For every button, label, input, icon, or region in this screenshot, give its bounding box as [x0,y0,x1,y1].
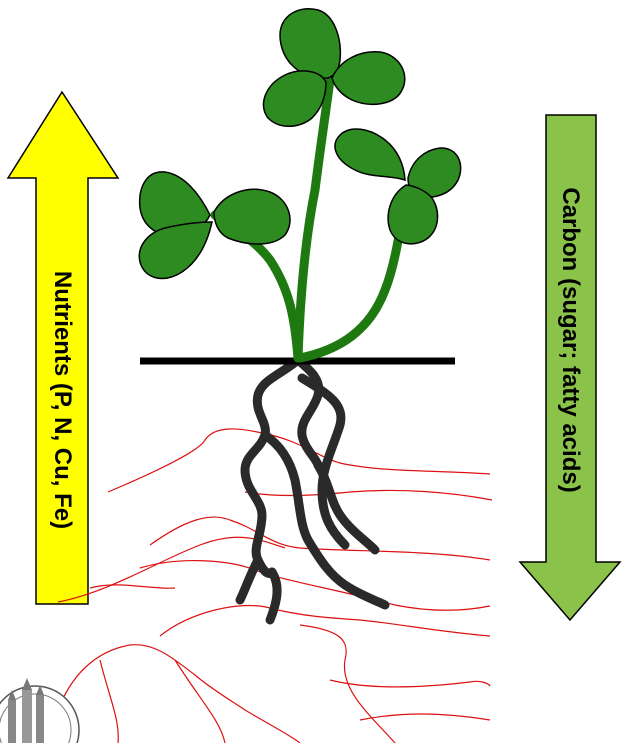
leaf-top-upper [280,9,340,78]
nutrients-arrow: Nutrients (P, N, Cu, Fe) [8,92,118,604]
leaf-top-left [263,71,326,126]
leaf-left-lower [139,222,212,278]
roots [240,360,385,620]
leaf-top-right [332,52,405,105]
university-seal-logo [0,678,79,743]
carbon-label: Carbon (sugar; fatty acids) [557,187,584,492]
leaves [139,9,460,279]
leaf-right-upper [335,129,405,180]
carbon-arrow: Carbon (sugar; fatty acids) [520,115,620,620]
nutrients-label: Nutrients (P, N, Cu, Fe) [49,271,76,529]
leaf-left-right [214,189,290,244]
